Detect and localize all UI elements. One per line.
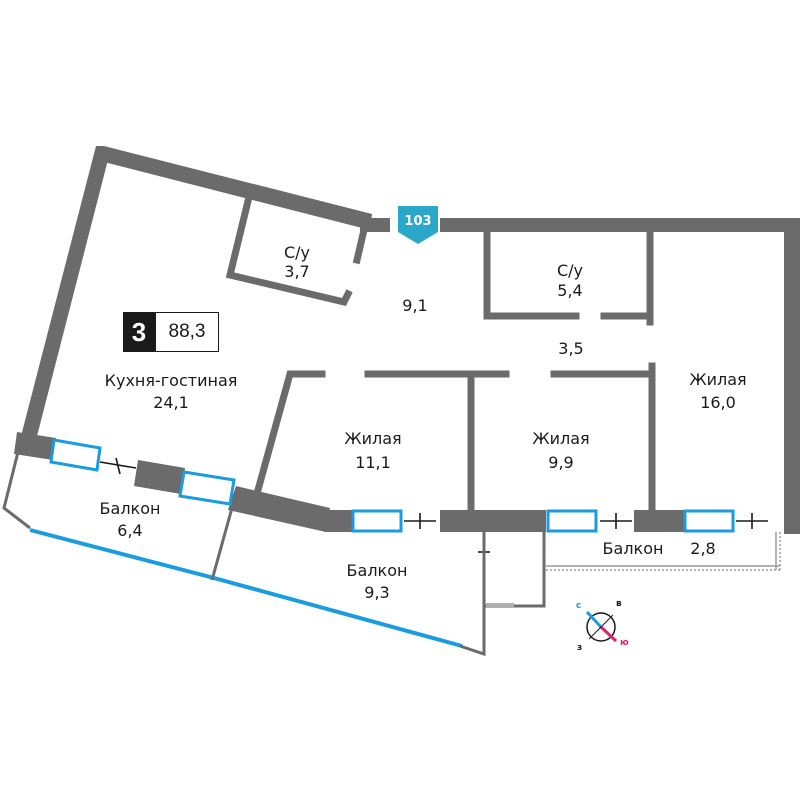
door-mark-living3 — [736, 513, 768, 529]
room-living2: Жилая 9,9 — [532, 429, 589, 472]
room-living1-area: 11,1 — [355, 453, 391, 472]
balcony2-niche-sill — [486, 603, 514, 607]
room-hall: 9,1 — [402, 296, 427, 315]
door-mark-living2 — [600, 513, 632, 529]
room-bath2-name: С/у — [557, 261, 583, 280]
wall-bottom-mid-pier — [134, 460, 185, 494]
balcony1-outline — [2, 451, 31, 530]
balcony2-outline — [459, 532, 486, 657]
room-bath1-area: 3,7 — [284, 262, 309, 281]
wall-right — [784, 218, 800, 534]
wall-bath1-door — [352, 225, 369, 265]
room-living2-area: 9,9 — [548, 453, 573, 472]
room-bath1-name: С/у — [284, 243, 310, 262]
room-balcony3-name: Балкон — [603, 539, 664, 558]
room-bath2-area: 5,4 — [557, 281, 582, 300]
wall-bath2 — [483, 228, 580, 320]
compass-south: ю — [620, 638, 629, 648]
window-living1 — [351, 509, 403, 533]
wall-left — [20, 146, 110, 440]
room-kitchen-name: Кухня-гостиная — [105, 371, 238, 390]
window-kitchen-2 — [178, 470, 236, 506]
room-kitchen-area: 24,1 — [153, 393, 189, 412]
apartment-number: 103 — [404, 214, 431, 229]
room-balcony3-area: 2,8 — [690, 539, 715, 558]
room-kitchen: Кухня-гостиная 24,1 — [105, 371, 238, 412]
door-mark-kitchen — [99, 457, 137, 475]
room-living3: Жилая 16,0 — [689, 370, 746, 412]
room-living1: Жилая 11,1 — [344, 429, 401, 472]
room-balcony2-name: Балкон — [347, 561, 408, 580]
room-balcony3: Балкон 2,8 — [603, 539, 716, 558]
compass-north: с — [576, 601, 581, 611]
room-balcony1-name: Балкон — [100, 499, 161, 518]
apartment-number-badge: 103 — [398, 206, 438, 244]
room-balcony2: Балкон 9,3 — [347, 561, 408, 602]
room-corridor-area: 3,5 — [558, 339, 583, 358]
wall-bottom-seg1 — [324, 510, 352, 532]
room-hall-area: 9,1 — [402, 296, 427, 315]
room-corridor: 3,5 — [558, 339, 583, 358]
wall-bottom-seg2 — [440, 510, 546, 532]
compass-icon: с в ю з — [576, 599, 629, 653]
wall-bottom-left-pier — [14, 432, 56, 460]
wall-top-left — [96, 146, 372, 230]
rooms-count: 3 — [123, 312, 155, 352]
room-balcony1-area: 6,4 — [117, 521, 142, 540]
window-kitchen-1 — [49, 438, 102, 472]
compass-west: з — [577, 643, 582, 653]
room-balcony2-area: 9,3 — [364, 583, 389, 602]
compass-east: в — [616, 599, 622, 609]
room-balcony1: Балкон 6,4 — [100, 499, 161, 540]
total-area: 88,3 — [155, 312, 219, 352]
balcony2-niche — [484, 532, 546, 608]
apartment-summary-badge: 3 88,3 — [123, 312, 219, 352]
balcony2-glass — [213, 576, 463, 648]
room-living1-name: Жилая — [344, 429, 401, 448]
room-bath1: С/у 3,7 — [284, 243, 310, 281]
wall-top-right — [440, 218, 800, 232]
wall-living1-top — [253, 370, 326, 495]
room-living3-area: 16,0 — [700, 393, 736, 412]
balcony1-glass — [29, 528, 215, 580]
room-living3-name: Жилая — [689, 370, 746, 389]
balcony3-railing — [546, 532, 781, 571]
window-living2 — [546, 509, 598, 533]
door-mark-living1 — [404, 513, 436, 529]
wall-bottom-seg3 — [634, 510, 684, 532]
balcony1-divider — [210, 507, 234, 581]
room-bath2: С/у 5,4 — [557, 261, 583, 300]
room-living2-name: Жилая — [532, 429, 589, 448]
wall-bottom-slant — [228, 486, 330, 532]
window-living3 — [683, 509, 735, 533]
wall-bath1 — [225, 192, 353, 307]
